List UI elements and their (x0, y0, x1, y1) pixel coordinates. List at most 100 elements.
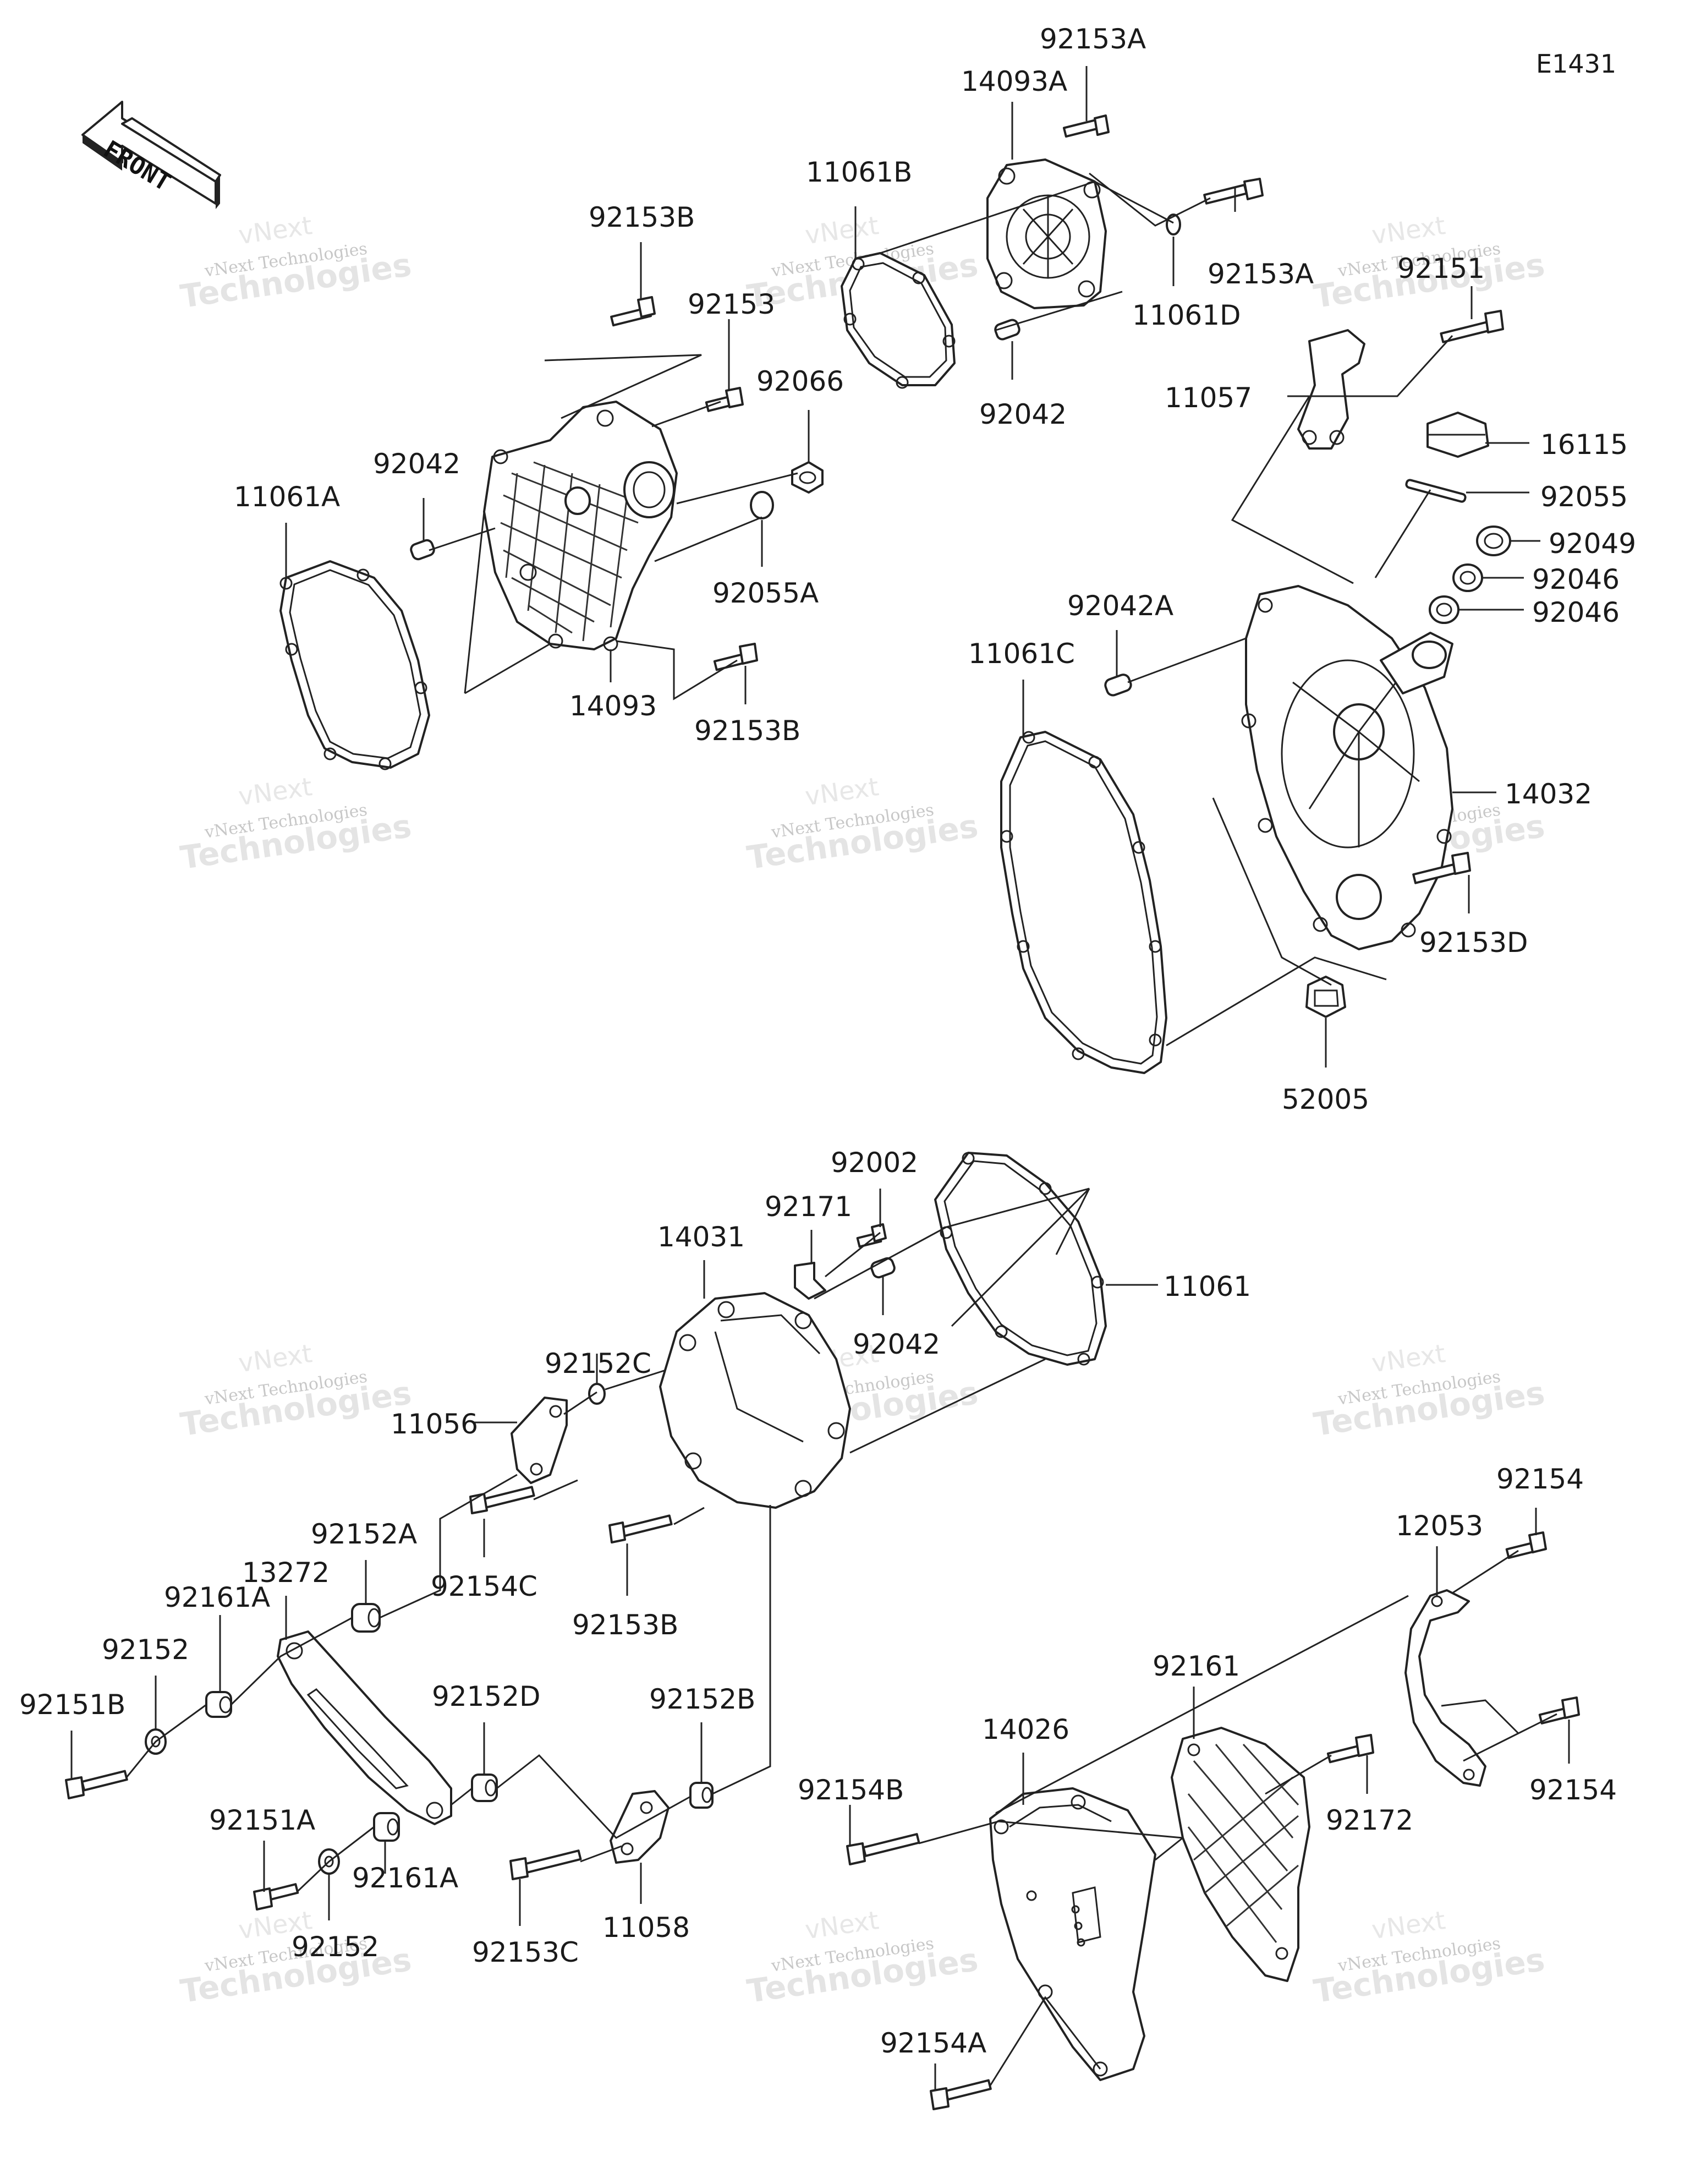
part-14093-cover (483, 401, 678, 652)
part-14093A-cover (986, 158, 1107, 309)
label-92151A: 92151A (209, 1804, 315, 1836)
svg-text:vNext: vNext (803, 771, 881, 811)
bolt-92002 (856, 1223, 887, 1248)
label-92154: 92154 (1496, 1463, 1584, 1495)
label-11057: 11057 (1165, 382, 1252, 414)
part-11057-bracket (1297, 329, 1365, 450)
label-92066: 92066 (756, 365, 844, 397)
label-92153A: 92153A (1208, 258, 1314, 290)
part-13272-bracket (277, 1630, 452, 1825)
label-92151: 92151 (1397, 253, 1485, 284)
label-92172: 92172 (1326, 1804, 1413, 1836)
label-92042: 92042 (853, 1328, 940, 1360)
reference-code: E1431 (1536, 49, 1616, 79)
watermark: vNext vNext Technologies Technologies (178, 771, 414, 877)
label-11061D: 11061D (1132, 299, 1241, 331)
bolt-92151A (253, 1883, 299, 1911)
label-92055: 92055 (1540, 481, 1628, 513)
label-92151B: 92151B (19, 1689, 125, 1721)
label-92152C: 92152C (545, 1348, 651, 1380)
bolt-92153 (705, 387, 744, 412)
seal-92046-a (1452, 563, 1483, 592)
bolt-92154A (930, 2079, 992, 2110)
part-11058-bracket (610, 1790, 670, 1864)
label-92161A: 92161A (164, 1581, 270, 1613)
dowel-92042A (1104, 674, 1132, 697)
svg-text:vNext: vNext (1370, 1905, 1447, 1945)
part-92161-guard (1171, 1727, 1310, 1982)
label-92161: 92161 (1153, 1650, 1240, 1682)
dowel-92042-left (410, 539, 435, 561)
label-11056: 11056 (391, 1408, 478, 1440)
leader-lines (70, 66, 1570, 2091)
label-92042: 92042 (979, 398, 1067, 430)
bolt-92153D (1412, 852, 1471, 884)
part-11061-gasket (934, 1152, 1107, 1366)
bolt-92153A-top (1062, 114, 1110, 138)
part-14032-cover (1241, 585, 1453, 950)
label-92153B: 92153B (694, 715, 800, 747)
label-92171: 92171 (765, 1191, 852, 1223)
collar-92161A-low (373, 1812, 400, 1842)
bolt-92154B (846, 1833, 920, 1865)
part-14031-cover (659, 1292, 851, 1509)
part-14026-cover (989, 1787, 1156, 2081)
bracket-92171 (794, 1262, 826, 1300)
label-92153A: 92153A (1040, 23, 1146, 55)
label-92042: 92042 (373, 448, 460, 480)
svg-text:vNext: vNext (237, 1338, 314, 1378)
label-13272: 13272 (242, 1557, 330, 1589)
label-14093: 14093 (569, 690, 657, 722)
part-92066 (791, 461, 824, 494)
label-92161A: 92161A (352, 1862, 458, 1894)
seal-92049 (1476, 526, 1511, 556)
label-14026: 14026 (982, 1714, 1069, 1745)
svg-text:vNext: vNext (1370, 210, 1447, 250)
label-92042A: 92042A (1067, 590, 1173, 622)
label-16115: 16115 (1540, 429, 1628, 461)
part-12053-bracket (1404, 1589, 1486, 1787)
label-92154A: 92154A (880, 2027, 986, 2059)
svg-text:vNext: vNext (1370, 1338, 1447, 1378)
oring-92055A (750, 491, 774, 519)
spacer-92152D (471, 1774, 498, 1802)
label-92152: 92152 (292, 1931, 379, 1963)
label-92152: 92152 (102, 1634, 189, 1666)
front-arrow-icon: FRONT (81, 101, 221, 209)
svg-text:vNext: vNext (237, 771, 314, 811)
label-14031: 14031 (657, 1221, 745, 1253)
spacer-92152A (351, 1603, 381, 1633)
part-11061C-gasket (1000, 731, 1167, 1074)
dowel-92042-low (870, 1257, 896, 1279)
watermark: vNext vNext Technologies Technologies (1312, 1905, 1547, 2010)
bolt-92151B (65, 1770, 128, 1799)
part-52005 (1305, 976, 1346, 1018)
label-92153B: 92153B (589, 201, 695, 233)
washer-92152C (588, 1383, 606, 1405)
assembly-lines (125, 172, 1557, 2086)
part-11056-bracket (511, 1397, 568, 1484)
label-92055A: 92055A (712, 577, 819, 609)
spacer-92152B (689, 1782, 714, 1809)
bolt-92153B-low (608, 1514, 673, 1543)
label-92152D: 92152D (432, 1681, 541, 1712)
label-92154: 92154 (1529, 1774, 1617, 1806)
label-11061A: 11061A (234, 481, 340, 513)
oring-92055 (1405, 479, 1467, 503)
part-labels: 92153A 14093A 11061B 92153A 11061D 92042… (19, 23, 1636, 2059)
label-11058: 11058 (602, 1912, 690, 1944)
seal-92046-b (1429, 595, 1459, 624)
watermark: vNext vNext Technologies Technologies (178, 1338, 414, 1443)
plug-16115 (1426, 412, 1489, 458)
bolt-92153C (509, 1849, 582, 1880)
label-92152A: 92152A (311, 1518, 417, 1550)
washer-11061D (1166, 214, 1181, 236)
watermark: vNext vNext Technologies Technologies (745, 771, 980, 877)
svg-text:vNext: vNext (803, 1905, 881, 1945)
part-11061B-gasket (841, 252, 956, 389)
label-92153D: 92153D (1419, 927, 1528, 959)
label-14093A: 14093A (961, 65, 1067, 97)
collar-92161A-top (205, 1691, 232, 1718)
watermark: vNext vNext Technologies Technologies (178, 210, 414, 315)
